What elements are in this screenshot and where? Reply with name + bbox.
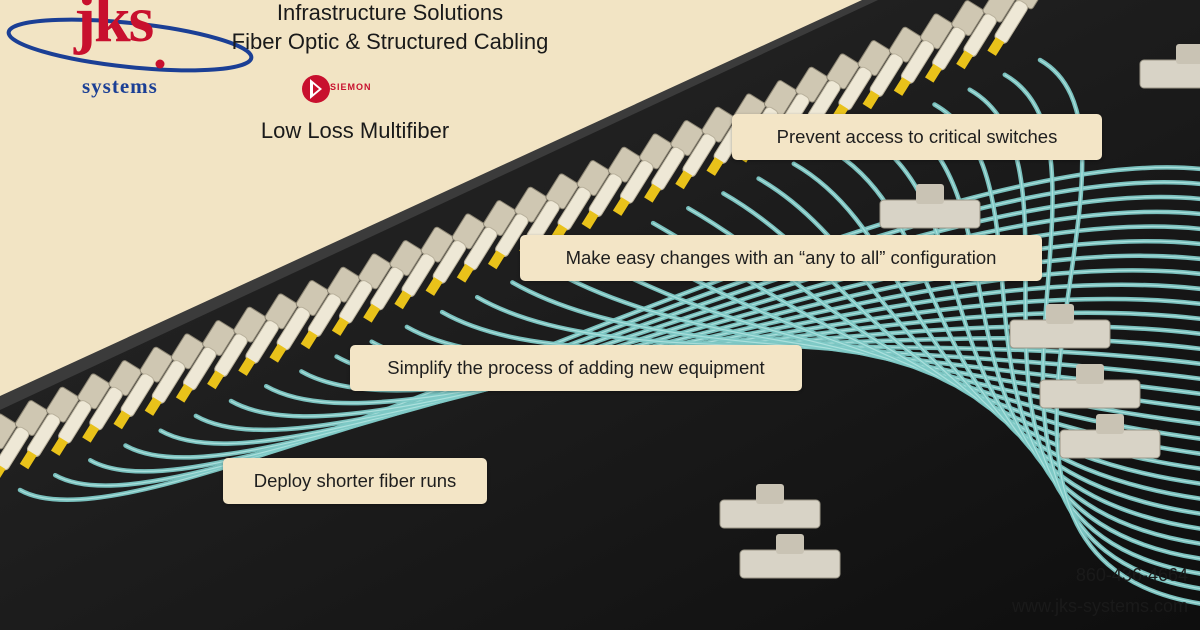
- lc-connector: [487, 186, 548, 270]
- callout-easy-changes: Make easy changes with an “any to all” c…: [520, 235, 1042, 281]
- lc-connector: [394, 226, 454, 310]
- cable-manager: [1009, 304, 1111, 349]
- logo-wordmark: jks: [74, 0, 154, 56]
- lc-connector: [363, 240, 423, 323]
- lc-connector: [675, 106, 735, 190]
- header-line-1: Infrastructure Solutions: [276, 0, 504, 25]
- contact-phone[interactable]: 860-436-4664: [1075, 565, 1188, 585]
- siemon-logo: SIEMON: [298, 70, 418, 108]
- lc-connector: [581, 146, 642, 230]
- cable-manager: [719, 484, 821, 529]
- lc-connector: [644, 120, 704, 203]
- lc-connector: [0, 413, 17, 450]
- cable-manager: [739, 534, 841, 579]
- cable-manager: [1139, 44, 1200, 89]
- lc-connector: [82, 360, 142, 443]
- cable-managers: [719, 44, 1200, 579]
- header-line-2: Fiber Optic & Structured Cabling: [231, 29, 549, 54]
- lc-connector: [456, 200, 517, 283]
- lc-connector: [300, 266, 361, 350]
- siemon-mark-icon: [302, 75, 330, 103]
- cable-manager: [879, 184, 981, 229]
- lc-connector: [175, 320, 236, 403]
- product-title: Low Loss Multifiber: [260, 118, 450, 143]
- callout-new-equipment: Simplify the process of adding new equip…: [350, 345, 802, 391]
- lc-connector: [331, 253, 392, 336]
- lc-connector: [612, 133, 673, 216]
- cable-manager: [1039, 364, 1141, 409]
- cable-manager: [1059, 414, 1161, 459]
- callout-prevent-access: Prevent access to critical switches: [732, 114, 1102, 160]
- lc-connector: [269, 280, 330, 363]
- lc-connector: [893, 13, 954, 96]
- jks-logo: jks systems: [0, 0, 260, 110]
- panel-edge-highlight: [0, 0, 878, 410]
- lc-connector: [207, 306, 267, 390]
- callout-shorter-runs: Deploy shorter fiber runs: [223, 458, 487, 504]
- lc-connector: [19, 386, 80, 470]
- lc-connector: [113, 346, 174, 430]
- contact-website[interactable]: www.jks-systems.com: [1011, 596, 1188, 616]
- lc-connector: [0, 400, 49, 483]
- siemon-wordmark: SIEMON: [330, 82, 372, 92]
- lc-connector: [987, 0, 1047, 56]
- logo-swoosh-icon: [6, 17, 254, 73]
- lc-connector: [862, 26, 923, 110]
- logo-subtitle: systems: [82, 74, 158, 98]
- lc-connector: [144, 333, 205, 416]
- lc-connector: [956, 0, 1016, 70]
- lc-connector: [425, 213, 486, 296]
- lc-connector: [924, 0, 985, 83]
- lc-connector: [50, 373, 111, 456]
- lc-connector: [550, 160, 610, 243]
- lc-connector: [238, 293, 298, 376]
